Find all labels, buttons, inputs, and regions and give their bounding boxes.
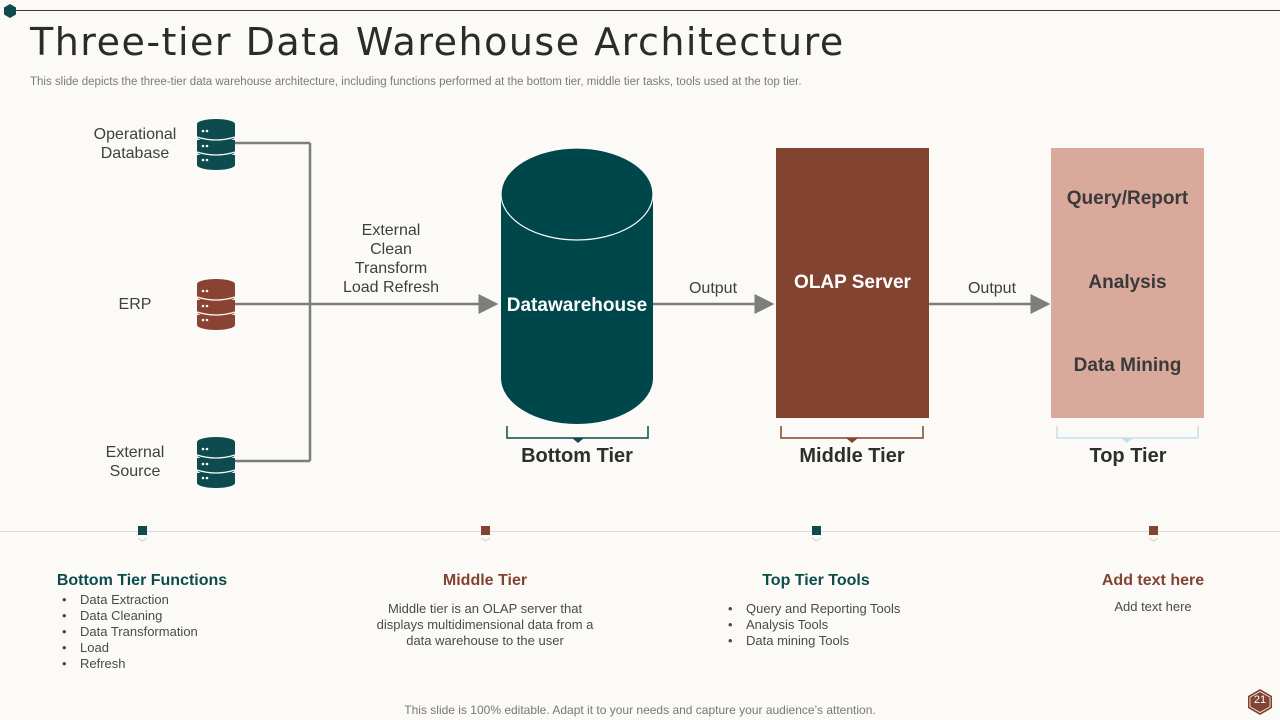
database-icon <box>196 437 236 488</box>
footer-note: This slide is 100% editable. Adapt it to… <box>404 703 876 717</box>
section-divider <box>0 531 1280 532</box>
list-item: Data Cleaning <box>62 608 262 624</box>
datawarehouse-label: Datawarehouse <box>506 295 648 316</box>
top-rule <box>14 10 1280 11</box>
list-item: Data Transformation <box>62 624 262 640</box>
hexagon-icon <box>4 4 16 18</box>
top-tier-item-query-report: Query/Report <box>1066 188 1189 209</box>
marker-square <box>812 526 821 535</box>
marker-square <box>481 526 490 535</box>
top-tier-item-analysis: Analysis <box>1088 272 1167 293</box>
page-title: Three-tier Data Warehouse Architecture <box>30 20 845 64</box>
connector-layer <box>235 141 1199 463</box>
list-item: Load <box>62 640 262 656</box>
output-label-2: Output <box>967 280 1017 297</box>
card-title-add-text: Add text here <box>1101 572 1205 589</box>
tier-label-middle: Middle Tier <box>799 445 905 467</box>
top-tier-bracket <box>1056 426 1199 439</box>
top-tier-item-data-mining: Data Mining <box>1073 355 1182 376</box>
list-item: Query and Reporting Tools <box>728 601 948 617</box>
page-subtitle: This slide depicts the three-tier data w… <box>30 76 802 88</box>
datawarehouse-cylinder <box>500 148 654 424</box>
list-item: Analysis Tools <box>728 617 948 633</box>
middle-tier-bracket <box>780 426 924 439</box>
marker-square <box>138 526 147 535</box>
tier-label-top: Top Tier <box>1089 445 1167 467</box>
page-number: 21 <box>1253 694 1267 706</box>
list-item: Refresh <box>62 656 262 672</box>
card-bullets-top-tier: Query and Reporting Tools Analysis Tools… <box>728 601 948 649</box>
card-title-top-tier-tools: Top Tier Tools <box>762 572 870 589</box>
tier-label-bottom: Bottom Tier <box>521 445 633 467</box>
marker-square <box>1149 526 1158 535</box>
card-bullets-bottom-tier: Data Extraction Data Cleaning Data Trans… <box>62 592 262 672</box>
database-icon <box>196 119 236 170</box>
database-icon <box>196 279 236 330</box>
card-title-bottom-tier-functions: Bottom Tier Functions <box>56 572 228 589</box>
top-tier-box <box>1051 148 1204 418</box>
divider-markers <box>137 526 1159 542</box>
page-number-badge <box>1248 689 1272 715</box>
list-item: Data Extraction <box>62 592 262 608</box>
source-label-erp: ERP <box>118 296 152 313</box>
list-item: Data mining Tools <box>728 633 948 649</box>
olap-server-label: OLAP Server <box>794 272 911 293</box>
etl-label: External Clean Transform Load Refresh <box>342 222 440 296</box>
card-title-middle-tier: Middle Tier <box>442 572 528 589</box>
card-text-add-text: Add text here <box>1114 599 1192 614</box>
card-text-middle-tier: Middle tier is an OLAP server that displ… <box>376 601 594 648</box>
bottom-tier-bracket <box>506 426 649 439</box>
output-label-1: Output <box>688 280 738 297</box>
olap-server-box <box>776 148 929 418</box>
